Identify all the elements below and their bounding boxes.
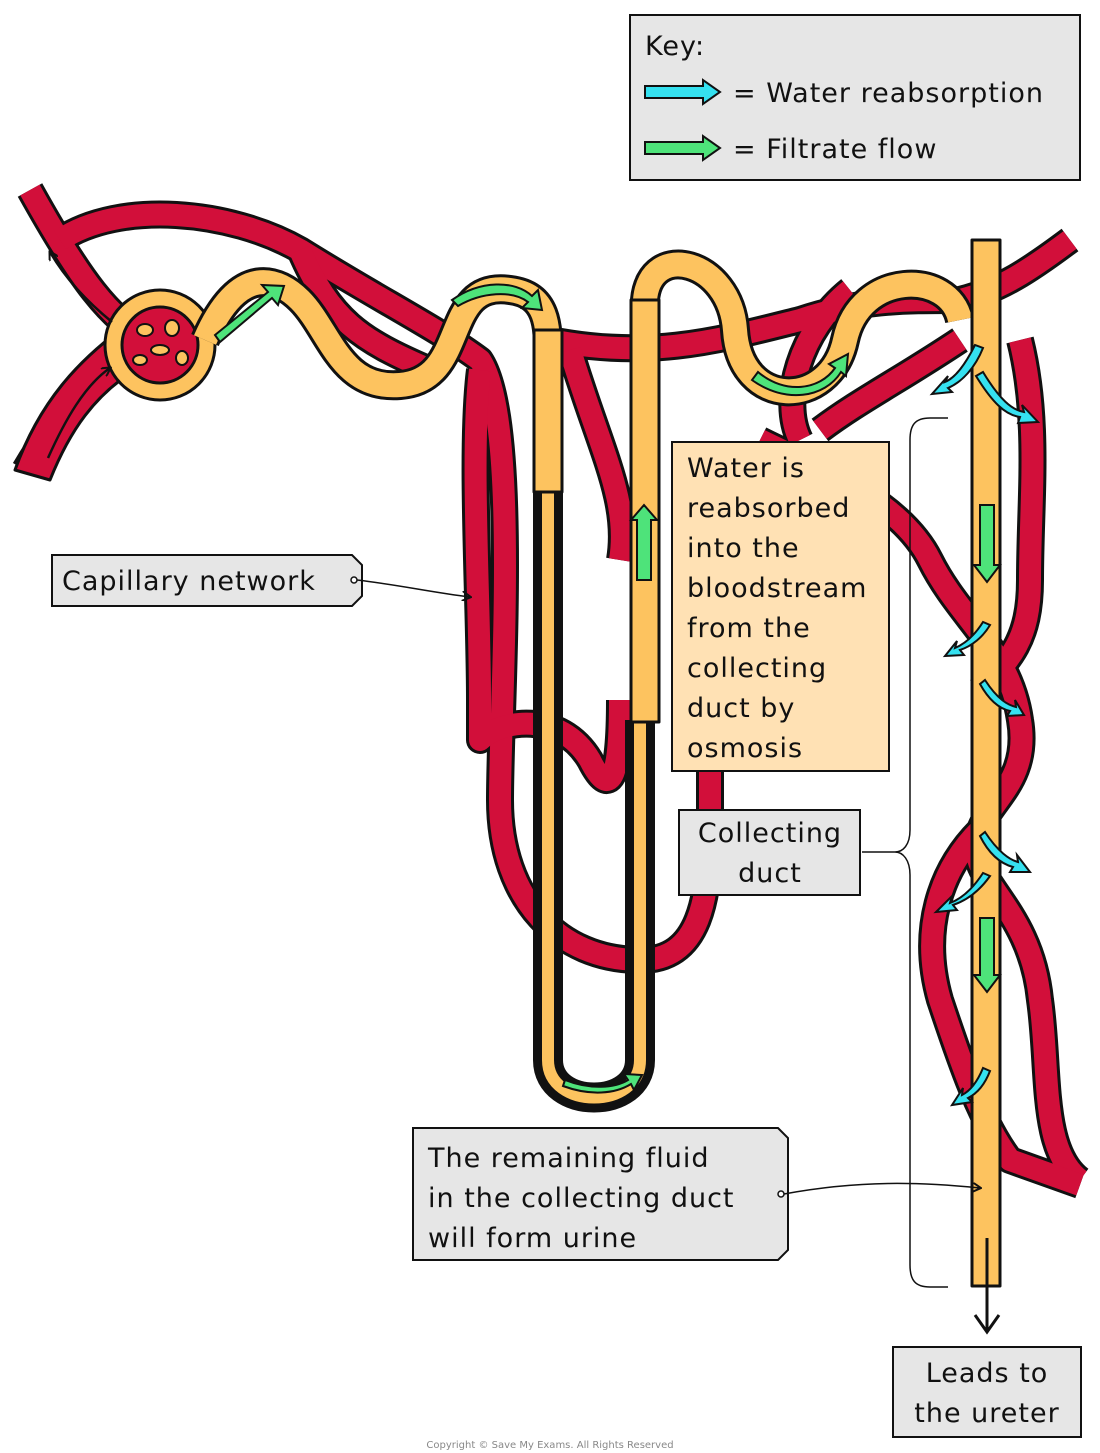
green-arrow — [628, 503, 660, 581]
water-line-4: bloodstream — [687, 573, 867, 604]
green-arrow — [971, 504, 1003, 584]
arrow-into-glomerulus — [46, 368, 110, 459]
cyan-arrow — [929, 343, 985, 396]
key-water-label: = Water reabsorption — [733, 78, 1044, 109]
water-line-5: from the — [687, 613, 811, 644]
ureter-line-2: the ureter — [914, 1398, 1059, 1429]
blood-flow-arrows — [46, 252, 113, 459]
cyan-arrow — [974, 370, 1041, 425]
water-line-2: reabsorbed — [687, 493, 850, 524]
key-title: Key: — [645, 31, 705, 62]
green-arrow — [213, 283, 286, 344]
green-arrow — [750, 352, 850, 397]
green-arrow-icon — [644, 134, 722, 162]
remaining-line-1: The remaining fluid — [427, 1143, 709, 1174]
water-line-8: osmosis — [687, 733, 803, 764]
key-box: Key: = Water reabsorption = Filtrate flo… — [629, 14, 1081, 181]
green-arrow — [971, 917, 1003, 994]
glomerulus-pores — [132, 319, 189, 366]
key-filtrate-label: = Filtrate flow — [733, 134, 937, 165]
collecting-duct — [970, 238, 1002, 1288]
collecting-line-2: duct — [738, 858, 802, 889]
ureter-line-1: Leads to — [926, 1358, 1049, 1389]
cyan-arrow — [978, 830, 1033, 873]
water-line-3: into the — [687, 533, 800, 564]
cyan-arrow — [942, 620, 992, 658]
cyan-arrow-icon — [644, 78, 722, 106]
capillary-network-text: Capillary network — [62, 566, 316, 597]
filtrate-flow-arrows — [213, 283, 1003, 1094]
copyright: Copyright © Save My Exams. All Rights Re… — [426, 1440, 673, 1451]
cyan-arrow — [933, 871, 992, 914]
remaining-line-3: will form urine — [428, 1223, 637, 1254]
cyan-arrow — [949, 1066, 992, 1107]
water-reabsorbed-label: Water is reabsorbed into the bloodstream… — [671, 441, 890, 772]
water-reabsorption-arrows — [929, 343, 1041, 1107]
water-line-6: collecting — [687, 653, 827, 684]
green-arrow — [450, 283, 544, 312]
collecting-line-1: Collecting — [698, 818, 842, 849]
collecting-duct-label: Collecting duct — [678, 417, 948, 1288]
remaining-line-2: in the collecting duct — [428, 1183, 735, 1214]
water-line-1: Water is — [687, 453, 805, 484]
arrow-out-glomerulus — [50, 252, 113, 323]
remaining-fluid-label: The remaining fluid in the collecting du… — [412, 1127, 980, 1261]
cyan-arrow — [978, 678, 1026, 718]
ureter-label: Leads to the ureter — [892, 1238, 1082, 1438]
green-arrow — [561, 1072, 644, 1094]
water-line-7: duct by — [687, 693, 795, 724]
capillary-network-label: Capillary network — [51, 554, 470, 607]
